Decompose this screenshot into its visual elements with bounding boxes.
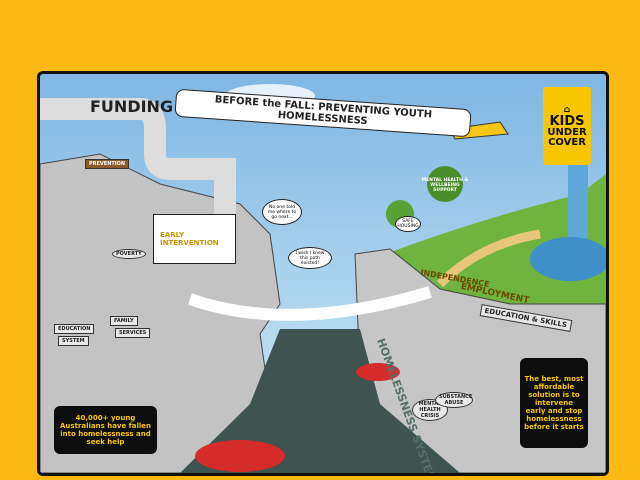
illustration-frame: FUNDING BEFORE the FALL: PREVENTING YOUT… <box>37 71 609 476</box>
poverty-rock: POVERTY <box>112 249 146 259</box>
family-sign: FAMILY <box>110 316 138 326</box>
kids-under-cover-logo: ⌂ KIDS UNDER COVER <box>543 87 591 165</box>
arrow-text: INTERVENTION <box>160 239 219 247</box>
path <box>436 229 541 288</box>
bridge <box>188 286 432 321</box>
water <box>180 329 460 473</box>
raft <box>195 440 285 472</box>
tree <box>427 166 463 202</box>
logo-text: KIDS <box>549 113 585 129</box>
house-icon: ⌂ <box>563 104 571 115</box>
solution-box: The best, most affordable solution is to… <box>520 358 588 448</box>
mental-health-label: MENTAL HEALTH & WELLBEING SUPPORT <box>421 178 469 193</box>
funding-pipe <box>40 98 236 214</box>
lake <box>530 237 606 281</box>
logo-text: UNDER <box>547 126 587 138</box>
prevention-sign: PREVENTION <box>85 159 130 169</box>
stat-box: 40,000+ young Australians have fallen in… <box>54 406 157 454</box>
system-sign: SYSTEM <box>58 336 89 346</box>
arrow-text: EARLY <box>160 231 185 239</box>
funding-label: FUNDING <box>90 97 174 116</box>
services-sign: SERVICES <box>115 328 151 338</box>
speech-bubble-wish: I wish I knew this path existed! <box>288 247 332 269</box>
logo-text: COVER <box>548 136 586 148</box>
education-sign: EDUCATION <box>54 324 95 334</box>
substance-rock: SUBSTANCE ABUSE <box>435 392 473 408</box>
speech-bubble-safe-housing: SAFE HOUSING <box>395 216 421 232</box>
raft <box>356 363 400 381</box>
early-intervention-arrow: EARLY INTERVENTION <box>153 214 236 264</box>
speech-bubble-no-one: No one told me where to go next... <box>262 199 302 225</box>
